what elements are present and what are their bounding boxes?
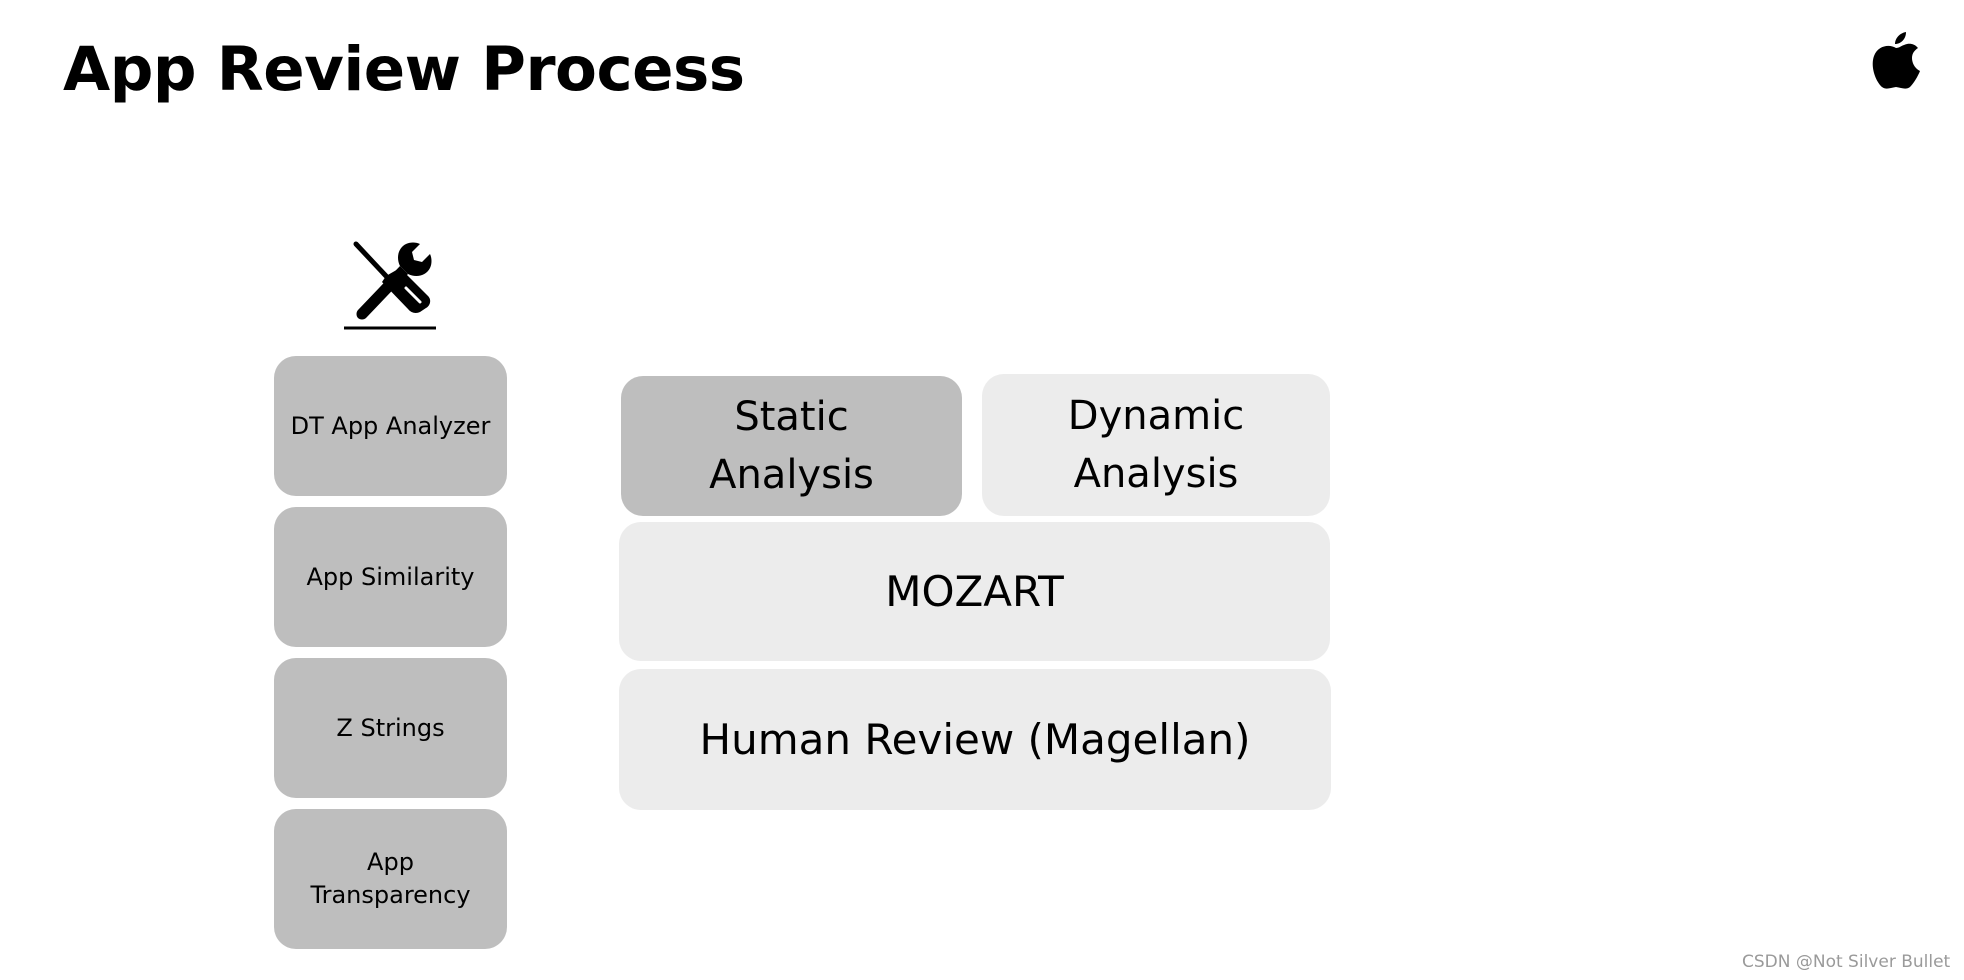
human-review-block: Human Review (Magellan) [619,669,1331,810]
mozart-block: MOZART [619,522,1330,661]
tool-label: App Similarity [306,562,475,591]
static-analysis-block: Static Analysis [621,376,962,516]
tool-box-dt-app-analyzer: DT App Analyzer [274,356,507,496]
tool-box-z-strings: Z Strings [274,658,507,798]
tool-label: App Transparency [310,848,471,909]
page-title: App Review Process [63,34,745,105]
mozart-label: MOZART [885,567,1064,616]
tool-label: Z Strings [336,713,445,742]
tool-box-app-similarity: App Similarity [274,507,507,647]
tool-label: DT App Analyzer [290,411,491,440]
dynamic-analysis-label: Dynamic Analysis [1067,393,1245,497]
watermark: CSDN @Not Silver Bullet [1742,952,1951,972]
dynamic-analysis-block: Dynamic Analysis [982,374,1330,516]
tool-box-app-transparency: App Transparency [274,809,507,949]
apple-logo-icon [1872,32,1920,89]
wrench-screwdriver-icon [344,241,436,330]
static-analysis-label: Static Analysis [709,394,874,498]
human-review-label: Human Review (Magellan) [699,715,1251,764]
